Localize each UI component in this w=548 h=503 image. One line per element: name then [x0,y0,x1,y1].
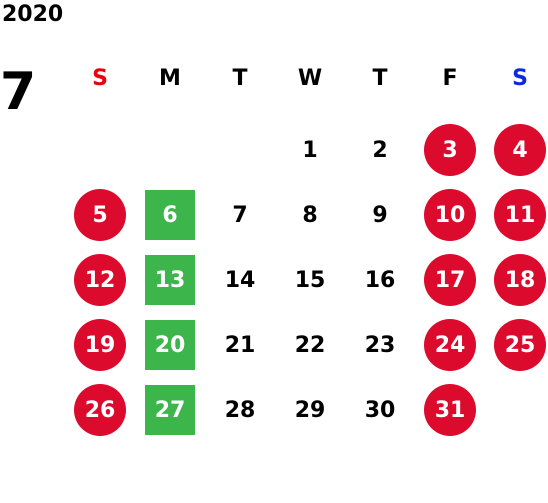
calendar-day: 17 [422,254,478,306]
calendar-day: 28 [212,384,268,436]
day-number: 28 [224,397,256,423]
day-number: 14 [224,267,256,293]
day-number: 7 [232,202,248,228]
weekday-header: S [512,66,528,91]
calendar-day: 1 [282,124,338,176]
holiday-day-number: 4 [494,124,546,176]
calendar-day: 11 [492,189,548,241]
calendar-day: 30 [352,384,408,436]
calendar-day: 6 [142,189,198,241]
weekday-header: T [372,66,388,91]
holiday-day-number: 10 [424,189,476,241]
holiday-day-number: 17 [424,254,476,306]
day-number: 30 [364,397,396,423]
month-number: 7 [0,62,37,122]
day-number: 15 [294,267,326,293]
day-number: 16 [364,267,396,293]
calendar-day: 9 [352,189,408,241]
calendar-day: 23 [352,319,408,371]
day-number: 9 [372,202,388,228]
day-number: 22 [294,332,326,358]
calendar-day: 3 [422,124,478,176]
calendar-day: 18 [492,254,548,306]
calendar-day: 25 [492,319,548,371]
calendar-day: 5 [72,189,128,241]
calendar-day: 12 [72,254,128,306]
calendar-day: 22 [282,319,338,371]
calendar-day: 31 [422,384,478,436]
calendar-day: 8 [282,189,338,241]
calendar-day: 21 [212,319,268,371]
day-number: 1 [302,137,318,163]
weekday-header: W [297,66,323,91]
calendar-day: 27 [142,384,198,436]
holiday-day-number: 3 [424,124,476,176]
calendar-day: 10 [422,189,478,241]
highlighted-day-number: 6 [145,190,195,240]
calendar-day: 13 [142,254,198,306]
holiday-day-number: 31 [424,384,476,436]
weekday-header: F [442,66,458,91]
holiday-day-number: 26 [74,384,126,436]
day-number: 29 [294,397,326,423]
weekday-header: S [92,66,108,91]
highlighted-day-number: 27 [145,385,195,435]
highlighted-day-number: 13 [145,255,195,305]
calendar-day: 15 [282,254,338,306]
day-number: 2 [372,137,388,163]
calendar-day: 24 [422,319,478,371]
calendar-day: 26 [72,384,128,436]
day-number: 8 [302,202,318,228]
calendar-day: 16 [352,254,408,306]
calendar-day: 2 [352,124,408,176]
calendar-day: 7 [212,189,268,241]
holiday-day-number: 11 [494,189,546,241]
calendar-day: 4 [492,124,548,176]
holiday-day-number: 18 [494,254,546,306]
calendar-day: 19 [72,319,128,371]
holiday-day-number: 25 [494,319,546,371]
day-number: 21 [224,332,256,358]
holiday-day-number: 19 [74,319,126,371]
day-number: 23 [364,332,396,358]
calendar-day: 29 [282,384,338,436]
calendar-day: 14 [212,254,268,306]
holiday-day-number: 5 [74,189,126,241]
holiday-day-number: 24 [424,319,476,371]
calendar-day: 20 [142,319,198,371]
highlighted-day-number: 20 [145,320,195,370]
weekday-header: M [159,66,181,91]
year-label: 2020 [2,2,64,27]
holiday-day-number: 12 [74,254,126,306]
weekday-header: T [232,66,248,91]
